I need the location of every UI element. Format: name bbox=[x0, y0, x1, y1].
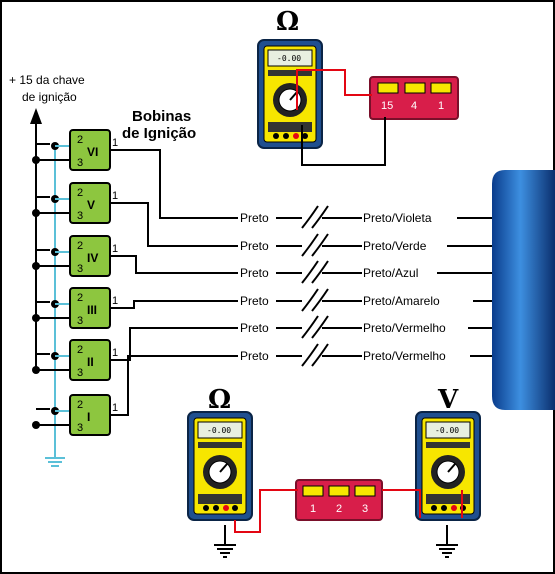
coil-pin-1: 1 bbox=[112, 402, 118, 414]
coil-pin-2: 2 bbox=[77, 187, 83, 199]
meter-display bbox=[425, 421, 471, 439]
jack-icon bbox=[302, 133, 308, 139]
jack-icon bbox=[273, 133, 279, 139]
jack-icon bbox=[203, 505, 209, 511]
coil-numeral: IV bbox=[87, 251, 98, 265]
connector-top-pin-1: 15 bbox=[381, 100, 393, 112]
ground-icon bbox=[45, 455, 65, 467]
wire-break-icon bbox=[301, 288, 319, 312]
connector-bottom-pin-2: 2 bbox=[336, 503, 342, 515]
wire-right-label: Preto/Vermelho bbox=[363, 349, 446, 363]
coil-pin-1: 1 bbox=[112, 137, 118, 149]
jack-icon bbox=[213, 505, 219, 511]
coil-numeral: VI bbox=[87, 145, 98, 159]
wire-left-label: Preto bbox=[240, 211, 269, 225]
wire-break-icon bbox=[301, 260, 319, 284]
wire-break-icon bbox=[301, 205, 319, 229]
junction-dot bbox=[32, 209, 40, 217]
meter-right-symbol: V bbox=[437, 385, 459, 415]
coil-pin-2: 2 bbox=[77, 399, 83, 411]
supply-label-line2: de ignição bbox=[22, 90, 77, 104]
coil-numeral: V bbox=[87, 198, 95, 212]
meter-reading: -0.00 bbox=[435, 426, 459, 435]
junction-dot bbox=[32, 421, 40, 429]
coil-pin-1: 1 bbox=[112, 295, 118, 307]
coil-6: 2 3I 1 bbox=[32, 394, 118, 436]
jack-icon bbox=[283, 133, 289, 139]
jack-icon bbox=[441, 505, 447, 511]
coils-title-line1: Bobinas bbox=[132, 108, 191, 125]
ground-icon-right bbox=[436, 525, 458, 558]
wire-left-label: Preto bbox=[240, 266, 269, 280]
wire-break-icon bbox=[301, 315, 319, 339]
connector-top-pin-2: 4 bbox=[411, 100, 417, 112]
coils-title-line2: de Ignição bbox=[122, 125, 196, 142]
coil-numeral: III bbox=[87, 303, 97, 317]
coil-pin-3: 3 bbox=[77, 367, 83, 379]
coil-pin-3: 3 bbox=[77, 210, 83, 222]
coil-5: 2 3 II 1 bbox=[32, 339, 118, 381]
meter-button-row bbox=[268, 70, 312, 76]
connector-bottom-pin-3: 3 bbox=[362, 503, 368, 515]
junction-dot bbox=[32, 366, 40, 374]
coil-pin-1: 1 bbox=[112, 190, 118, 202]
connector-top-pin-3: 1 bbox=[438, 100, 444, 112]
multimeter-bottom-left: -0.00 bbox=[187, 411, 253, 521]
coil-numeral: I bbox=[87, 410, 90, 424]
ground-icon-left bbox=[214, 525, 236, 558]
coil-pin-3: 3 bbox=[77, 263, 83, 275]
probe-wires bbox=[234, 69, 463, 533]
meter-left-symbol: Ω bbox=[208, 385, 231, 415]
meter-button-row bbox=[426, 442, 470, 448]
wire-break-icon bbox=[301, 343, 319, 367]
coil-pin-2: 2 bbox=[77, 134, 83, 146]
ecu-connector-block bbox=[492, 170, 555, 410]
meter-top-symbol: Ω bbox=[276, 7, 299, 37]
supply-label-line1: + 15 da chave bbox=[9, 73, 85, 87]
wire-break-icon bbox=[301, 233, 319, 257]
coil-pin-2: 2 bbox=[77, 240, 83, 252]
coil-4: 2 3 III 1 bbox=[32, 287, 118, 329]
junction-dot bbox=[32, 156, 40, 164]
wire-left-label: Preto bbox=[240, 349, 269, 363]
coil-pin-1: 1 bbox=[112, 243, 118, 255]
wire-left-label: Preto bbox=[240, 239, 269, 253]
coil-pin-1: 1 bbox=[112, 347, 118, 359]
meter-button-row bbox=[198, 442, 242, 448]
jack-icon bbox=[431, 505, 437, 511]
wire-right-label: Preto/Verde bbox=[363, 239, 427, 253]
coil-pin-3: 3 bbox=[77, 315, 83, 327]
wire-right-label: Preto/Vermelho bbox=[363, 321, 446, 335]
jack-icon bbox=[451, 505, 457, 511]
jack-icon bbox=[293, 133, 299, 139]
arrow-up-icon bbox=[30, 108, 42, 124]
junction-dot bbox=[32, 314, 40, 322]
connector-bottom-pin-1: 1 bbox=[310, 503, 316, 515]
meter-reading: -0.00 bbox=[277, 54, 301, 63]
connector-bottom: 1 2 3 bbox=[295, 479, 383, 521]
coil-1: 2 3 VI 1 bbox=[32, 129, 118, 171]
wire-right-label: Preto/Violeta bbox=[363, 211, 432, 225]
meter-reading: -0.00 bbox=[207, 426, 231, 435]
coil-pin-3: 3 bbox=[77, 422, 83, 434]
meter-display bbox=[267, 49, 313, 67]
wire-left-label: Preto bbox=[240, 321, 269, 335]
connector-top: 15 4 1 bbox=[369, 76, 459, 120]
multimeter-top: -0.00 bbox=[257, 39, 323, 149]
meter-display bbox=[197, 421, 243, 439]
wire-left-label: Preto bbox=[240, 294, 269, 308]
wire-right-label: Preto/Azul bbox=[363, 266, 418, 280]
junction-dot bbox=[32, 262, 40, 270]
coil-numeral: II bbox=[87, 355, 94, 369]
coil-pin-2: 2 bbox=[77, 344, 83, 356]
multimeter-bottom-right: -0.00 bbox=[415, 411, 481, 521]
jack-icon bbox=[223, 505, 229, 511]
coil-pin-3: 3 bbox=[77, 157, 83, 169]
wire-right-label: Preto/Amarelo bbox=[363, 294, 440, 308]
jack-icon bbox=[232, 505, 238, 511]
coil-pin-2: 2 bbox=[77, 292, 83, 304]
